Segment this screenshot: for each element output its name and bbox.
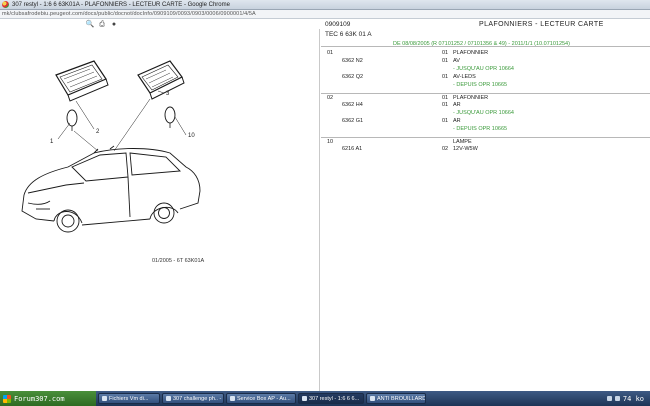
taskbar-task-label: Fichiers Vm di...: [109, 395, 149, 402]
part-reference[interactable]: 6362 N2: [342, 58, 363, 64]
start-label: Forum307.com: [14, 394, 65, 403]
part-quantity: 01: [442, 102, 449, 108]
part-reference[interactable]: 6216 A1: [342, 146, 363, 152]
taskbar-task-label: Service Box AP - Au...: [237, 395, 291, 402]
front-bulb-illustration: [164, 106, 176, 128]
start-button[interactable]: Forum307.com: [0, 391, 96, 406]
taskbar-task-label: 307 restyl - 1:6 6 6...: [309, 395, 360, 402]
part-quantity: 02: [442, 146, 449, 152]
part-row: - JUSQU'AU OPR 10664: [321, 65, 650, 73]
part-description: LAMPE: [453, 139, 472, 145]
part-row: 6362 Q2 01 AV-LEDS: [321, 73, 650, 81]
part-description: AV-LEDS: [453, 74, 476, 80]
vin-range: DE 08/08/2005 (R 07101252 / 07101356 & 4…: [393, 41, 570, 47]
part-description: AV: [453, 58, 460, 64]
car-interior-lights-diagram: 1 2 3 10: [21, 60, 201, 233]
part-description: AR: [453, 102, 461, 108]
part-row: 10 LAMPE: [321, 137, 650, 145]
part-item-number: 02: [327, 95, 334, 101]
part-reference[interactable]: 6362 G1: [342, 118, 364, 124]
help-icon[interactable]: ●: [111, 20, 117, 28]
part-reference[interactable]: 6362 Q2: [342, 74, 364, 80]
taskbar-task[interactable]: Fichiers Vm di...: [98, 393, 160, 404]
part-row: - DEPUIS OPR 10665: [321, 125, 650, 133]
part-description: - JUSQU'AU OPR 10664: [453, 66, 514, 72]
window-icon: [302, 396, 307, 401]
part-quantity: 01: [442, 50, 449, 56]
network-icon[interactable]: [606, 396, 612, 401]
part-quantity: 01: [442, 95, 449, 101]
parts-pane: 0909109 TEC 6 63K 01 A PLAFONNIERS - LEC…: [321, 19, 650, 391]
window-icon: [102, 396, 107, 401]
part-description: - DEPUIS OPR 10665: [453, 126, 508, 132]
part-description: - DEPUIS OPR 10665: [453, 82, 508, 88]
taskbar-task[interactable]: 307 restyl - 1:6 6 6...: [298, 393, 364, 404]
diagram-reference: 01/2005 - 6T 63K01A: [152, 258, 205, 264]
part-row: 6216 A1 02 12V-W5W: [321, 145, 650, 153]
part-row: - DEPUIS OPR 10665: [321, 81, 650, 89]
callout-1: 1: [50, 139, 54, 145]
part-reference[interactable]: 6362 H4: [342, 102, 363, 108]
car-illustration: [21, 145, 201, 233]
chrome-icon: [2, 1, 9, 8]
part-row: 01 01 PLAFONNIER: [321, 49, 650, 57]
part-row: - JUSQU'AU OPR 10664: [321, 109, 650, 117]
windows-logo-icon: [3, 394, 11, 403]
part-description: PLAFONNIER: [453, 95, 489, 101]
taskbar: Forum307.com Fichiers Vm di... 307 challe…: [0, 391, 650, 406]
taskbar-task-label: ANTI BROUILLARD...: [377, 395, 426, 402]
window-icon: [370, 396, 375, 401]
rear-lamp-illustration: [55, 60, 109, 102]
window-icon: [166, 396, 171, 401]
zoom-in-icon[interactable]: 🔍: [85, 20, 95, 28]
taskbar-task[interactable]: 307 challenge ph.. - ...: [162, 393, 224, 404]
taskbar-task[interactable]: Service Box AP - Au...: [226, 393, 296, 404]
print-icon[interactable]: ⎙: [99, 20, 105, 28]
part-description: 12V-W5W: [453, 146, 478, 152]
rear-bulb-illustration: [66, 109, 78, 131]
diagram-pane: 1 2 3 10 01/2005 - 6T 63K01A: [0, 29, 320, 391]
window-icon: [230, 396, 235, 401]
part-row: 6362 N2 01 AV: [321, 57, 650, 65]
parts-header: 0909109 TEC 6 63K 01 A PLAFONNIERS - LEC…: [321, 19, 650, 47]
document-reference: TEC 6 63K 01 A: [325, 31, 372, 38]
url-text[interactable]: mk/clubsafrodebiu.peugeot.com/docs/publi…: [2, 11, 256, 17]
part-item-number: 01: [327, 50, 334, 56]
part-quantity: 01: [442, 118, 449, 124]
part-row: 6362 G1 01 AR: [321, 117, 650, 125]
title-bar: 307 restyl - 1:6 6 63K01A - PLAFONNIERS …: [0, 0, 650, 10]
volume-icon[interactable]: [614, 396, 620, 401]
part-row: 6362 H4 01 AR: [321, 101, 650, 109]
taskbar-task-label: 307 challenge ph.. - ...: [173, 395, 224, 402]
window-title: 307 restyl - 1:6 6 63K01A - PLAFONNIERS …: [12, 1, 230, 8]
system-tray: 74 ko: [606, 391, 650, 406]
callout-10: 10: [188, 133, 195, 139]
part-quantity: 01: [442, 58, 449, 64]
address-bar[interactable]: mk/clubsafrodebiu.peugeot.com/docs/publi…: [0, 10, 650, 19]
section-title: PLAFONNIERS - LECTEUR CARTE: [479, 21, 604, 28]
taskbar-task[interactable]: ANTI BROUILLARD...: [366, 393, 426, 404]
part-description: PLAFONNIER: [453, 50, 489, 56]
part-row: 02 01 PLAFONNIER: [321, 93, 650, 101]
part-description: - JUSQU'AU OPR 10664: [453, 110, 514, 116]
callout-3: 3: [166, 91, 170, 97]
taskbar-tasks: Fichiers Vm di... 307 challenge ph.. - ..…: [96, 393, 426, 404]
viewer-toolbar: 🔍 ⎙ ●: [0, 19, 320, 29]
tray-clock: 74 ko: [622, 394, 644, 403]
document-number: 0909109: [325, 21, 351, 28]
part-description: AR: [453, 118, 461, 124]
front-lamp-illustration: [137, 60, 185, 100]
callout-2: 2: [96, 129, 100, 135]
part-quantity: 01: [442, 74, 449, 80]
part-item-number: 10: [327, 139, 334, 145]
